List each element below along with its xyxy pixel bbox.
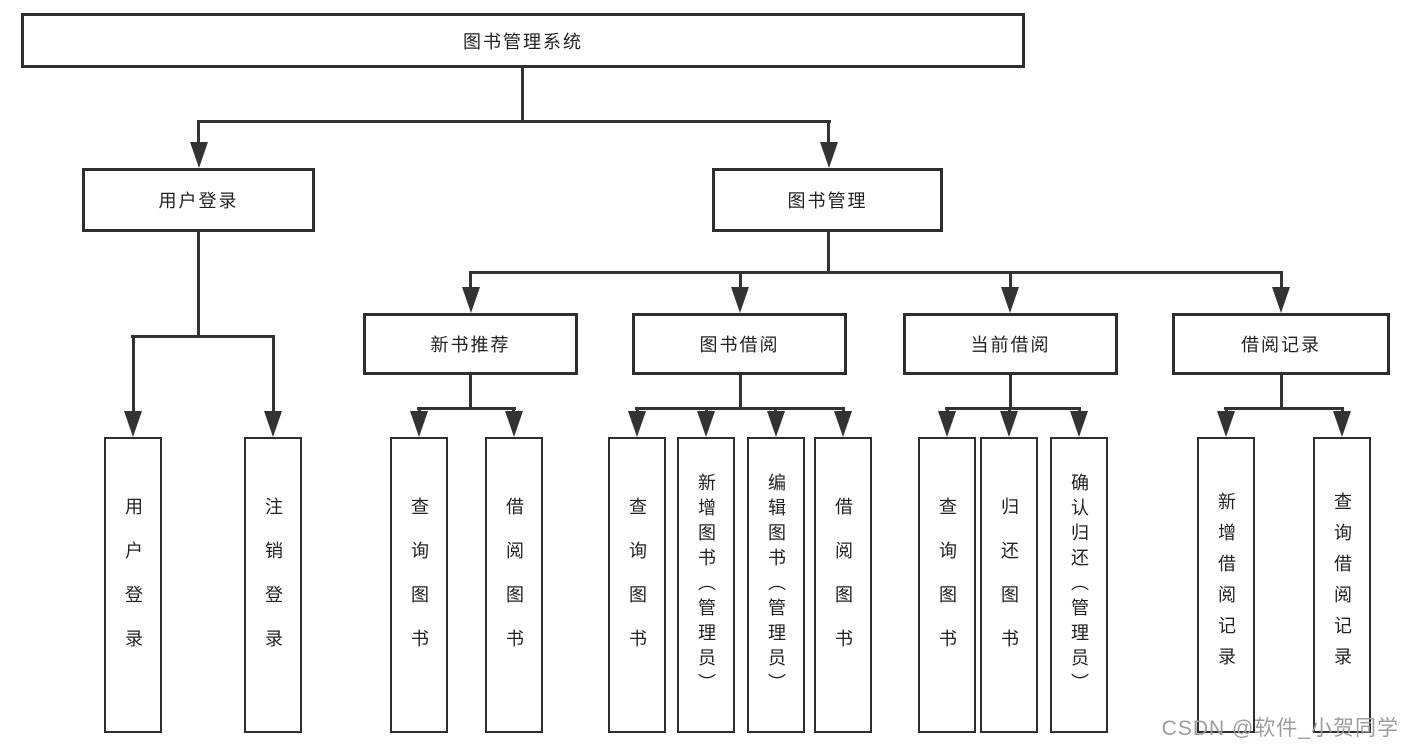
arrow-down-icon: [1272, 287, 1290, 313]
connector-line: [197, 232, 200, 335]
arrow-down-icon: [505, 411, 523, 437]
leaf-edit-book-admin: 编辑图书（管理员）: [747, 437, 805, 733]
arrow-down-icon: [1070, 411, 1088, 437]
node-label: 图书借阅: [699, 335, 780, 355]
leaf-label: 用户登录: [123, 497, 143, 673]
arrow-down-icon: [731, 287, 749, 313]
leaf-user-login: 用户登录: [104, 437, 162, 733]
connector-line: [827, 232, 830, 271]
connector-line: [417, 407, 516, 410]
connector-line: [827, 120, 830, 146]
leaf-label: 新增借阅记录: [1216, 492, 1236, 678]
arrow-down-icon: [1217, 411, 1235, 437]
node-label: 图书管理系统: [463, 31, 583, 52]
connector-line: [197, 120, 831, 123]
connector-line: [132, 335, 135, 415]
leaf-borrow-books-borrowing: 借阅图书: [814, 437, 872, 733]
leaf-confirm-return-admin: 确认归还（管理员）: [1050, 437, 1108, 733]
leaf-return-books: 归还图书: [980, 437, 1038, 733]
leaf-label: 查询借阅记录: [1332, 492, 1352, 678]
arrow-down-icon: [410, 411, 428, 437]
arrow-down-icon: [1000, 411, 1018, 437]
arrow-down-icon: [834, 411, 852, 437]
node-borrowing-records: 借阅记录: [1172, 313, 1390, 375]
connector-line: [635, 407, 845, 410]
leaf-label: 注销登录: [263, 497, 283, 673]
arrow-down-icon: [628, 411, 646, 437]
leaf-add-book-admin: 新增图书（管理员）: [677, 437, 735, 733]
node-new-book-recommendation: 新书推荐: [363, 313, 578, 375]
connector-line: [1280, 271, 1283, 291]
connector-line: [197, 120, 200, 146]
connector-line: [739, 375, 742, 407]
arrow-down-icon: [938, 411, 956, 437]
leaf-add-borrow-record: 新增借阅记录: [1197, 437, 1255, 733]
node-label: 当前借阅: [970, 335, 1051, 355]
connector-line: [521, 68, 524, 120]
leaf-label: 确认归还（管理员）: [1069, 472, 1089, 698]
node-label: 借阅记录: [1241, 335, 1321, 355]
arrow-down-icon: [462, 287, 480, 313]
connector-line: [1009, 271, 1012, 291]
leaf-query-borrow-record: 查询借阅记录: [1313, 437, 1371, 733]
node-book-borrowing: 图书借阅: [632, 313, 847, 375]
watermark: CSDN @软件_小贺同学: [1161, 717, 1399, 740]
connector-line: [469, 375, 472, 407]
connector-line: [469, 271, 1283, 274]
arrow-down-icon: [1001, 287, 1019, 313]
connector-line: [1280, 375, 1283, 407]
arrow-down-icon: [1333, 411, 1351, 437]
leaf-logout: 注销登录: [244, 437, 302, 733]
leaf-query-books-borrowing: 查询图书: [608, 437, 666, 733]
connector-line: [1009, 375, 1012, 407]
node-library-management-system: 图书管理系统: [21, 13, 1025, 68]
leaf-label: 查询图书: [409, 497, 429, 673]
connector-line: [469, 271, 472, 291]
leaf-label: 新增图书（管理员）: [696, 472, 716, 698]
arrow-down-icon: [767, 411, 785, 437]
arrow-down-icon: [697, 411, 715, 437]
connector-line: [945, 407, 1081, 410]
leaf-borrow-books-recommend: 借阅图书: [485, 437, 543, 733]
node-user-login: 用户登录: [82, 168, 315, 232]
leaf-label: 借阅图书: [833, 497, 853, 673]
leaf-label: 查询图书: [627, 497, 647, 673]
node-current-borrowing: 当前借阅: [903, 313, 1118, 375]
node-label: 新书推荐: [430, 335, 511, 355]
arrow-down-icon: [820, 142, 838, 168]
leaf-label: 借阅图书: [504, 497, 524, 673]
leaf-query-books-current: 查询图书: [918, 437, 976, 733]
node-book-management: 图书管理: [712, 168, 943, 232]
leaf-label: 查询图书: [937, 497, 957, 673]
node-label: 图书管理: [787, 191, 868, 211]
connector-line: [131, 335, 275, 338]
arrow-down-icon: [190, 142, 208, 168]
connector-line: [1224, 407, 1344, 410]
leaf-label: 归还图书: [999, 497, 1019, 673]
node-label: 用户登录: [158, 191, 239, 211]
connector-line: [272, 335, 275, 415]
leaf-label: 编辑图书（管理员）: [766, 472, 786, 698]
arrow-down-icon: [264, 411, 282, 437]
connector-line: [739, 271, 742, 291]
leaf-query-books-recommend: 查询图书: [390, 437, 448, 733]
arrow-down-icon: [124, 411, 142, 437]
